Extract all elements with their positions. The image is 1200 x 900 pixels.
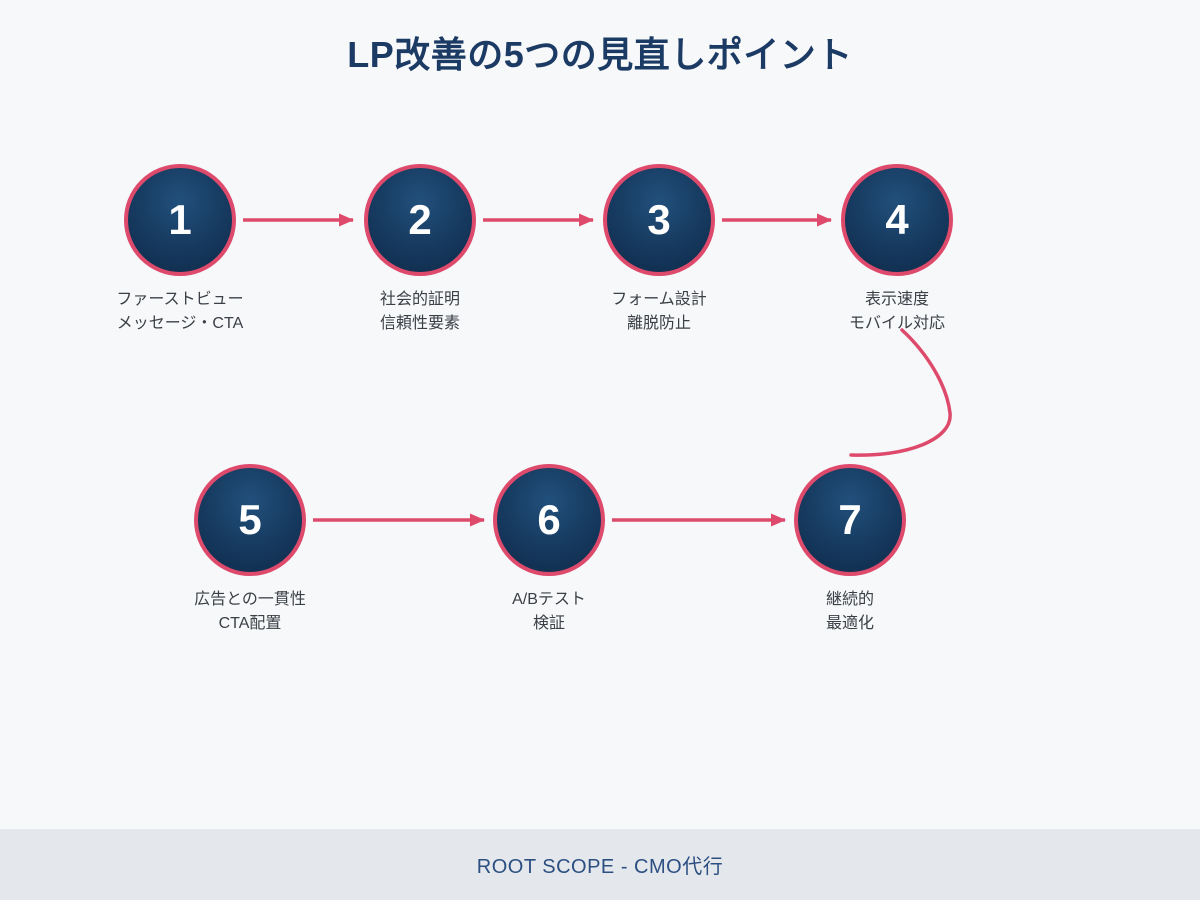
step-label-6-line2: 検証 <box>532 615 565 632</box>
step-number-5: 5 <box>238 496 262 543</box>
step-label-4-line1: 表示速度 <box>864 291 929 308</box>
step-label-7-line2: 最適化 <box>825 615 874 632</box>
step-label-3-line2: 離脱防止 <box>626 315 691 332</box>
step-number-3: 3 <box>647 196 671 243</box>
step-label-6-line1: A/Bテスト <box>512 591 586 608</box>
step-label-6: A/Bテスト 検証 <box>429 588 669 636</box>
step-label-3: フォーム設計 離脱防止 <box>539 288 779 336</box>
step-label-5: 広告との一貫性 CTA配置 <box>130 588 370 636</box>
step-label-5-line2: CTA配置 <box>218 615 282 632</box>
step-label-1: ファーストビュー メッセージ・CTA <box>60 288 300 336</box>
row-wrap-connector-curve <box>849 328 952 457</box>
step-number-1: 1 <box>168 196 192 243</box>
step-number-4: 4 <box>885 196 909 243</box>
footer-band: ROOT SCOPE - CMO代行 <box>0 829 1200 900</box>
step-label-4-line2: モバイル対応 <box>848 315 945 332</box>
step-circle-1: 1 <box>124 164 236 276</box>
step-label-5-line1: 広告との一貫性 <box>194 591 306 608</box>
step-circle-5: 5 <box>194 464 306 576</box>
footer-text: ROOT SCOPE - CMO代行 <box>476 856 724 878</box>
step-circle-7: 7 <box>794 464 906 576</box>
step-label-2-line2: 信頼性要素 <box>379 315 460 332</box>
step-label-2-line1: 社会的証明 <box>379 291 460 308</box>
step-label-7: 継続的 最適化 <box>730 588 970 636</box>
step-label-2: 社会的証明 信頼性要素 <box>300 288 540 336</box>
step-circle-6: 6 <box>493 464 605 576</box>
step-circle-4: 4 <box>841 164 953 276</box>
step-circle-2: 2 <box>364 164 476 276</box>
step-number-6: 6 <box>537 496 561 543</box>
step-label-4: 表示速度 モバイル対応 <box>777 288 1017 336</box>
step-number-2: 2 <box>408 196 432 243</box>
step-label-7-line1: 継続的 <box>825 591 874 608</box>
step-circle-3: 3 <box>603 164 715 276</box>
step-number-7: 7 <box>838 496 862 543</box>
step-label-3-line1: フォーム設計 <box>611 291 707 308</box>
page-title: LP改善の5つの見直しポイント <box>347 34 853 75</box>
step-label-1-line2: メッセージ・CTA <box>116 315 244 332</box>
step-label-1-line1: ファーストビュー <box>116 291 244 308</box>
